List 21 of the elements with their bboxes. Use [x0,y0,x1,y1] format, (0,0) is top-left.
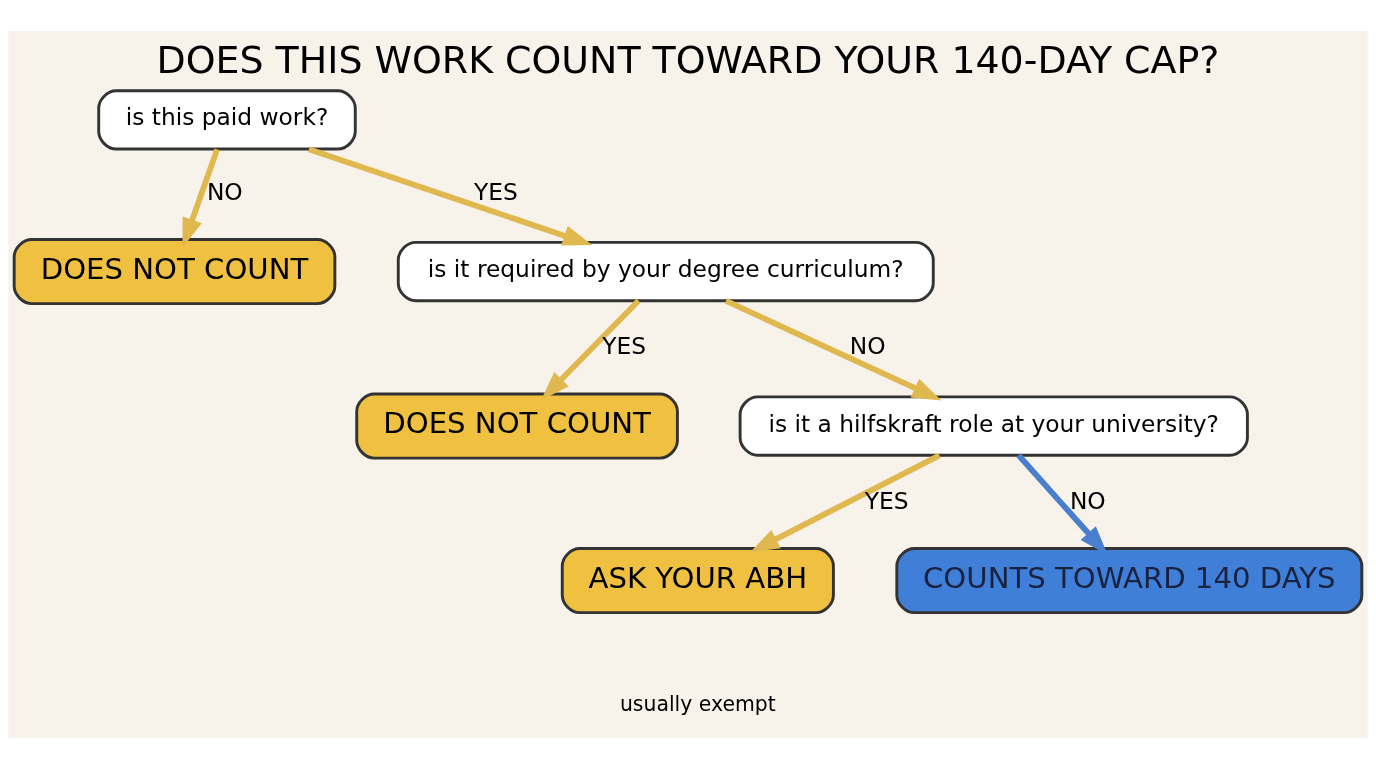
arrow [182,147,220,247]
arrow [541,298,641,400]
node-box: is it a hilfskraft role at your university? [738,394,1249,457]
edge-label: NO [1069,486,1106,514]
node-box: is this paid work? [97,88,357,151]
node-box: DOES NOT COUNT [355,392,679,460]
node-box: ASK YOUR ABH [560,546,835,614]
diagram-title: DOES THIS WORK COUNT TOWARD YOUR 140-DAY CAP? [156,37,1220,82]
node-box: is it required by your degree curriculum? [396,240,935,302]
node-box: DOES NOT COUNT [12,237,337,305]
node-label: usually exempt [619,691,776,716]
arrow [724,297,942,400]
arrow [1016,452,1108,555]
edge-label: YES [474,177,518,205]
arrow [308,145,593,245]
edge-label: YES [602,331,647,359]
edge-label: NO [849,331,886,359]
edge-label: YES [864,486,909,514]
edge-label: NO [206,177,243,205]
arrow [750,452,941,552]
node-box: COUNTS TOWARD 140 DAYS [895,546,1364,614]
